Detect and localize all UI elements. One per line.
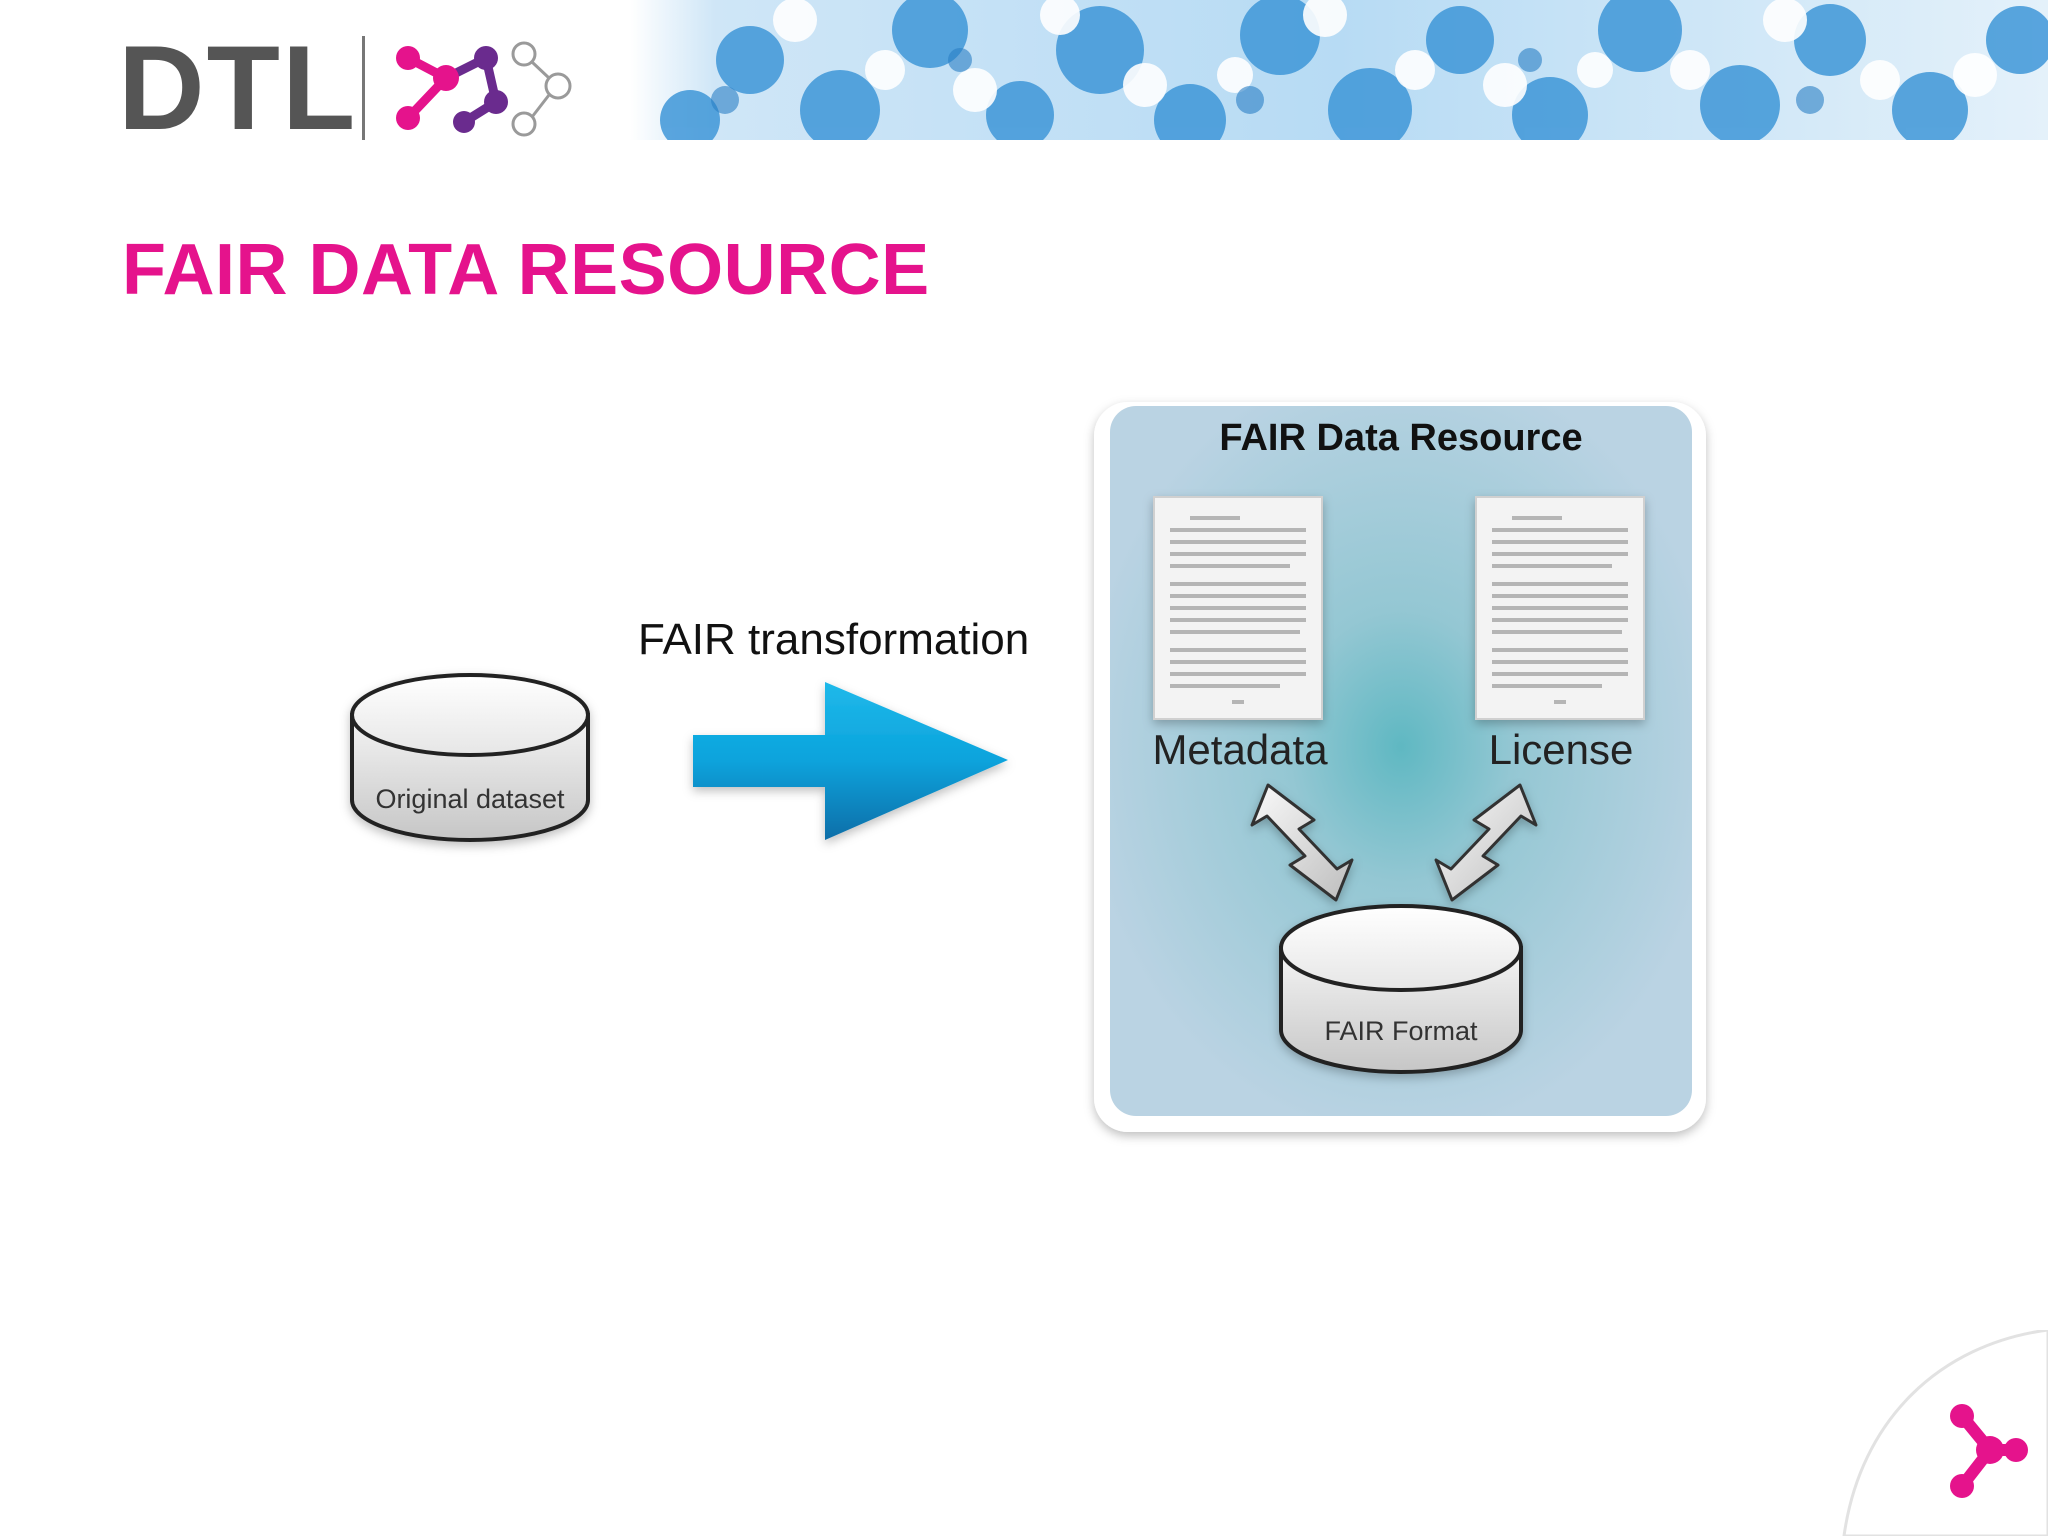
dtl-logo-text: DTL xyxy=(118,21,358,155)
license-bidirectional-arrow-icon xyxy=(1434,783,1538,902)
license-label: License xyxy=(1489,726,1634,773)
original-dataset-label: Original dataset xyxy=(375,784,565,814)
dtl-molecule-icon xyxy=(396,41,572,137)
original-dataset-database-icon xyxy=(350,673,590,842)
fair-format-database-icon xyxy=(1279,904,1523,1074)
transformation-label: FAIR transformation xyxy=(638,615,1030,664)
page-title: FAIR DATA RESOURCE xyxy=(122,230,930,310)
chevron-molecule-icon xyxy=(1842,1330,2048,1536)
header-banner-image xyxy=(630,0,2048,140)
metadata-label: Metadata xyxy=(1152,726,1328,773)
metadata-document-icon xyxy=(1153,496,1323,720)
fair-format-label: FAIR Format xyxy=(1324,1016,1478,1046)
logo-divider xyxy=(362,36,365,140)
license-document-icon xyxy=(1475,496,1645,720)
metadata-bidirectional-arrow-icon xyxy=(1250,783,1354,902)
fair-data-resource-title: FAIR Data Resource xyxy=(1219,417,1582,459)
right-arrow-icon xyxy=(693,682,1008,840)
